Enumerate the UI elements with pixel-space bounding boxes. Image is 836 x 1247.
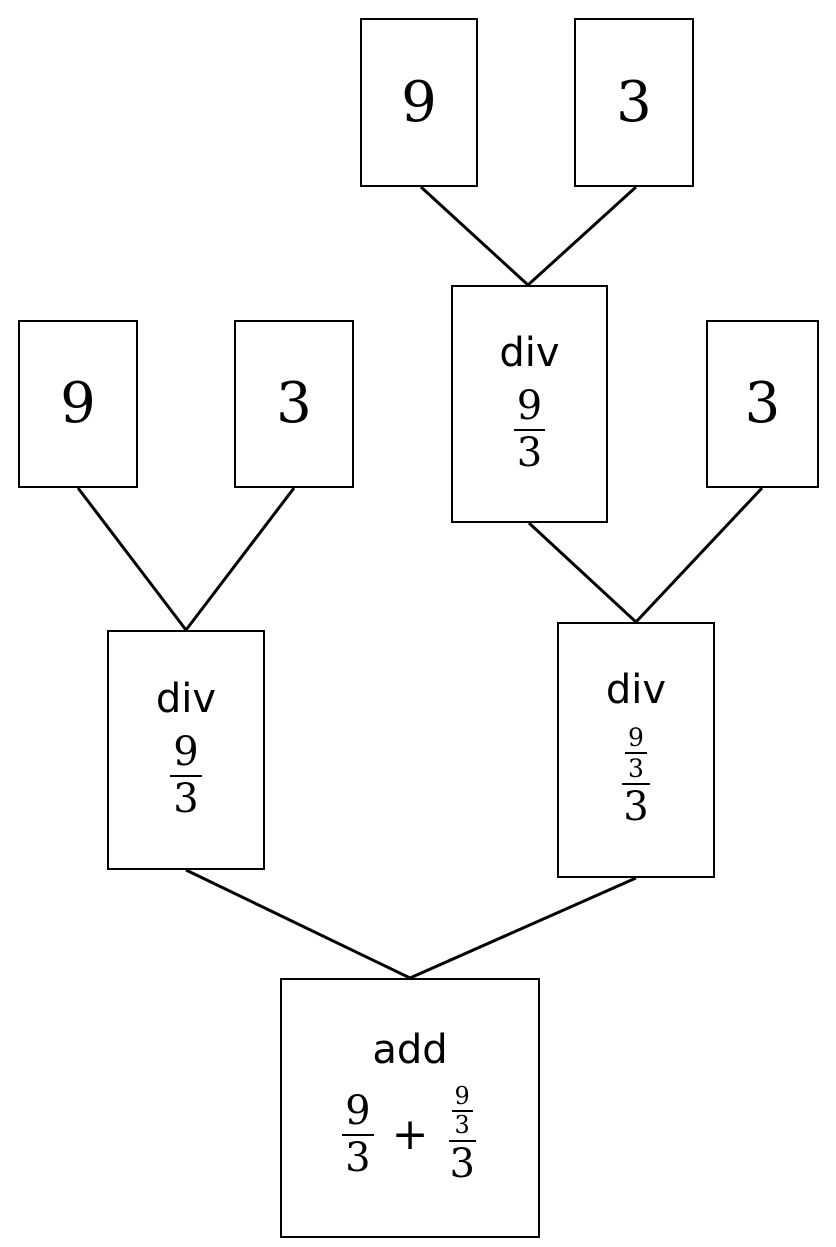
edge-n3-n8 bbox=[527, 521, 638, 624]
node-op-div-lower-right[interactable]: div 9 3 3 bbox=[557, 622, 715, 878]
right-inner-fraction: 9 3 bbox=[451, 1083, 473, 1140]
node-op-label: add bbox=[372, 1026, 448, 1073]
fraction-numerator: 9 bbox=[170, 730, 202, 777]
node-fraction: 9 3 bbox=[170, 730, 202, 822]
fraction-denominator: 3 bbox=[173, 776, 199, 822]
node-leaf-3-right[interactable]: 3 bbox=[706, 320, 819, 488]
node-fraction: 9 3 bbox=[513, 384, 546, 476]
node-leaf-9-left[interactable]: 9 bbox=[18, 320, 138, 488]
right-fraction-numerator: 9 3 bbox=[448, 1083, 476, 1143]
node-value: 3 bbox=[276, 371, 312, 436]
node-expression: 9 3 + 9 3 3 bbox=[342, 1083, 478, 1188]
edge-n8-n9 bbox=[409, 876, 637, 980]
left-fraction-numerator: 9 bbox=[342, 1089, 374, 1136]
edge-n1-n3 bbox=[419, 185, 530, 287]
node-leaf-9-top-left[interactable]: 9 bbox=[360, 18, 478, 187]
right-inner-fraction-numerator: 9 bbox=[451, 1083, 473, 1113]
inner-fraction: 9 3 bbox=[625, 724, 647, 782]
node-value: 9 bbox=[60, 371, 96, 436]
node-op-div-upper[interactable]: div 9 3 bbox=[451, 285, 608, 523]
node-op-label: div bbox=[155, 675, 217, 722]
fraction-numerator: 9 bbox=[513, 384, 546, 431]
edge-n7-n9 bbox=[185, 868, 411, 980]
left-fraction: 9 3 bbox=[342, 1089, 374, 1181]
node-value: 9 bbox=[401, 69, 437, 135]
right-fraction-denominator: 3 bbox=[449, 1141, 475, 1188]
plus-operator: + bbox=[391, 1109, 429, 1160]
right-nested-fraction: 9 3 3 bbox=[446, 1083, 477, 1188]
edge-n4-n7 bbox=[76, 487, 188, 631]
node-op-label: div bbox=[605, 667, 667, 714]
node-leaf-3-top-right[interactable]: 3 bbox=[574, 18, 694, 187]
node-op-div-lower-left[interactable]: div 9 3 bbox=[107, 630, 265, 870]
node-op-add-root[interactable]: add 9 3 + 9 3 3 bbox=[280, 978, 540, 1238]
node-leaf-3-left-middle[interactable]: 3 bbox=[234, 320, 354, 488]
right-inner-fraction-denominator: 3 bbox=[454, 1111, 470, 1140]
fraction-denominator: 3 bbox=[623, 784, 649, 831]
fraction-denominator: 3 bbox=[516, 430, 543, 476]
fraction-numerator: 9 3 bbox=[622, 724, 650, 786]
left-fraction-denominator: 3 bbox=[345, 1135, 371, 1181]
node-nested-fraction: 9 3 3 bbox=[620, 724, 651, 829]
edge-n6-n8 bbox=[634, 486, 764, 624]
node-value: 3 bbox=[616, 69, 652, 135]
inner-fraction-denominator: 3 bbox=[628, 754, 644, 784]
edge-n2-n3 bbox=[526, 185, 638, 287]
node-value: 3 bbox=[744, 371, 781, 436]
node-op-label: div bbox=[499, 329, 560, 376]
edge-n5-n7 bbox=[184, 487, 296, 631]
inner-fraction-numerator: 9 bbox=[625, 724, 647, 755]
